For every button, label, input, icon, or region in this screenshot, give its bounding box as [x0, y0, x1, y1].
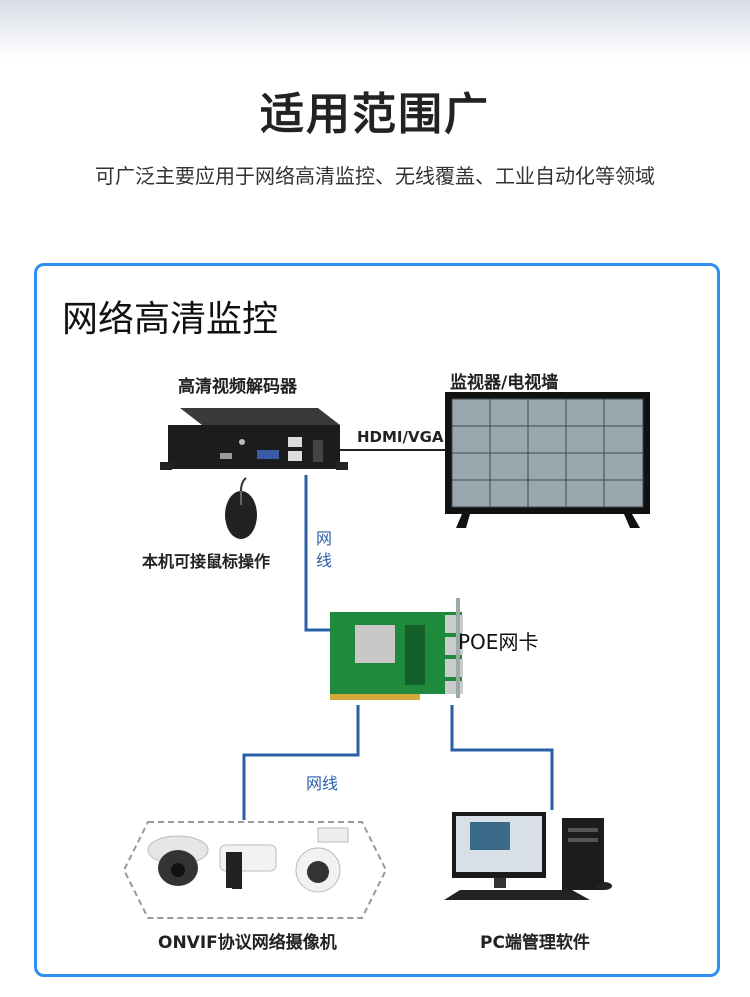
cable-label-horizontal: 网线	[306, 774, 339, 793]
network-cable-pc	[450, 705, 554, 810]
section-title: 网络高清监控	[62, 299, 279, 340]
dome-camera-icon	[147, 835, 209, 886]
poe-card-device	[330, 598, 463, 700]
top-banner	[0, 0, 750, 60]
ptz-camera-icon	[295, 827, 349, 893]
network-cable-decoder	[304, 475, 330, 632]
hdmi-label: HDMI/VGA	[357, 428, 444, 446]
decoder-device	[160, 408, 348, 470]
monitor-label: 监视器/电视墙	[450, 373, 559, 393]
camera-label: ONVIF协议网络摄像机	[158, 933, 337, 953]
mouse-icon	[225, 477, 257, 539]
pc-icon	[444, 812, 612, 900]
monitor-wall	[445, 392, 650, 528]
camera-group-frame	[122, 821, 388, 919]
decoder-label: 高清视频解码器	[178, 377, 297, 397]
page-subtitle: 可广泛主要应用于网络高清监控、无线覆盖、工业自动化等领域	[95, 164, 655, 188]
mouse-label: 本机可接鼠标操作	[142, 552, 271, 571]
poe-label: POE网卡	[458, 630, 539, 654]
pc-label: PC端管理软件	[480, 933, 590, 953]
cable-label-vertical: 网 线	[316, 529, 333, 570]
network-cable-cameras	[242, 705, 360, 820]
bullet-camera-icon	[219, 844, 277, 889]
page-title: 适用范围广	[260, 89, 490, 140]
diagram-panel	[34, 263, 720, 977]
